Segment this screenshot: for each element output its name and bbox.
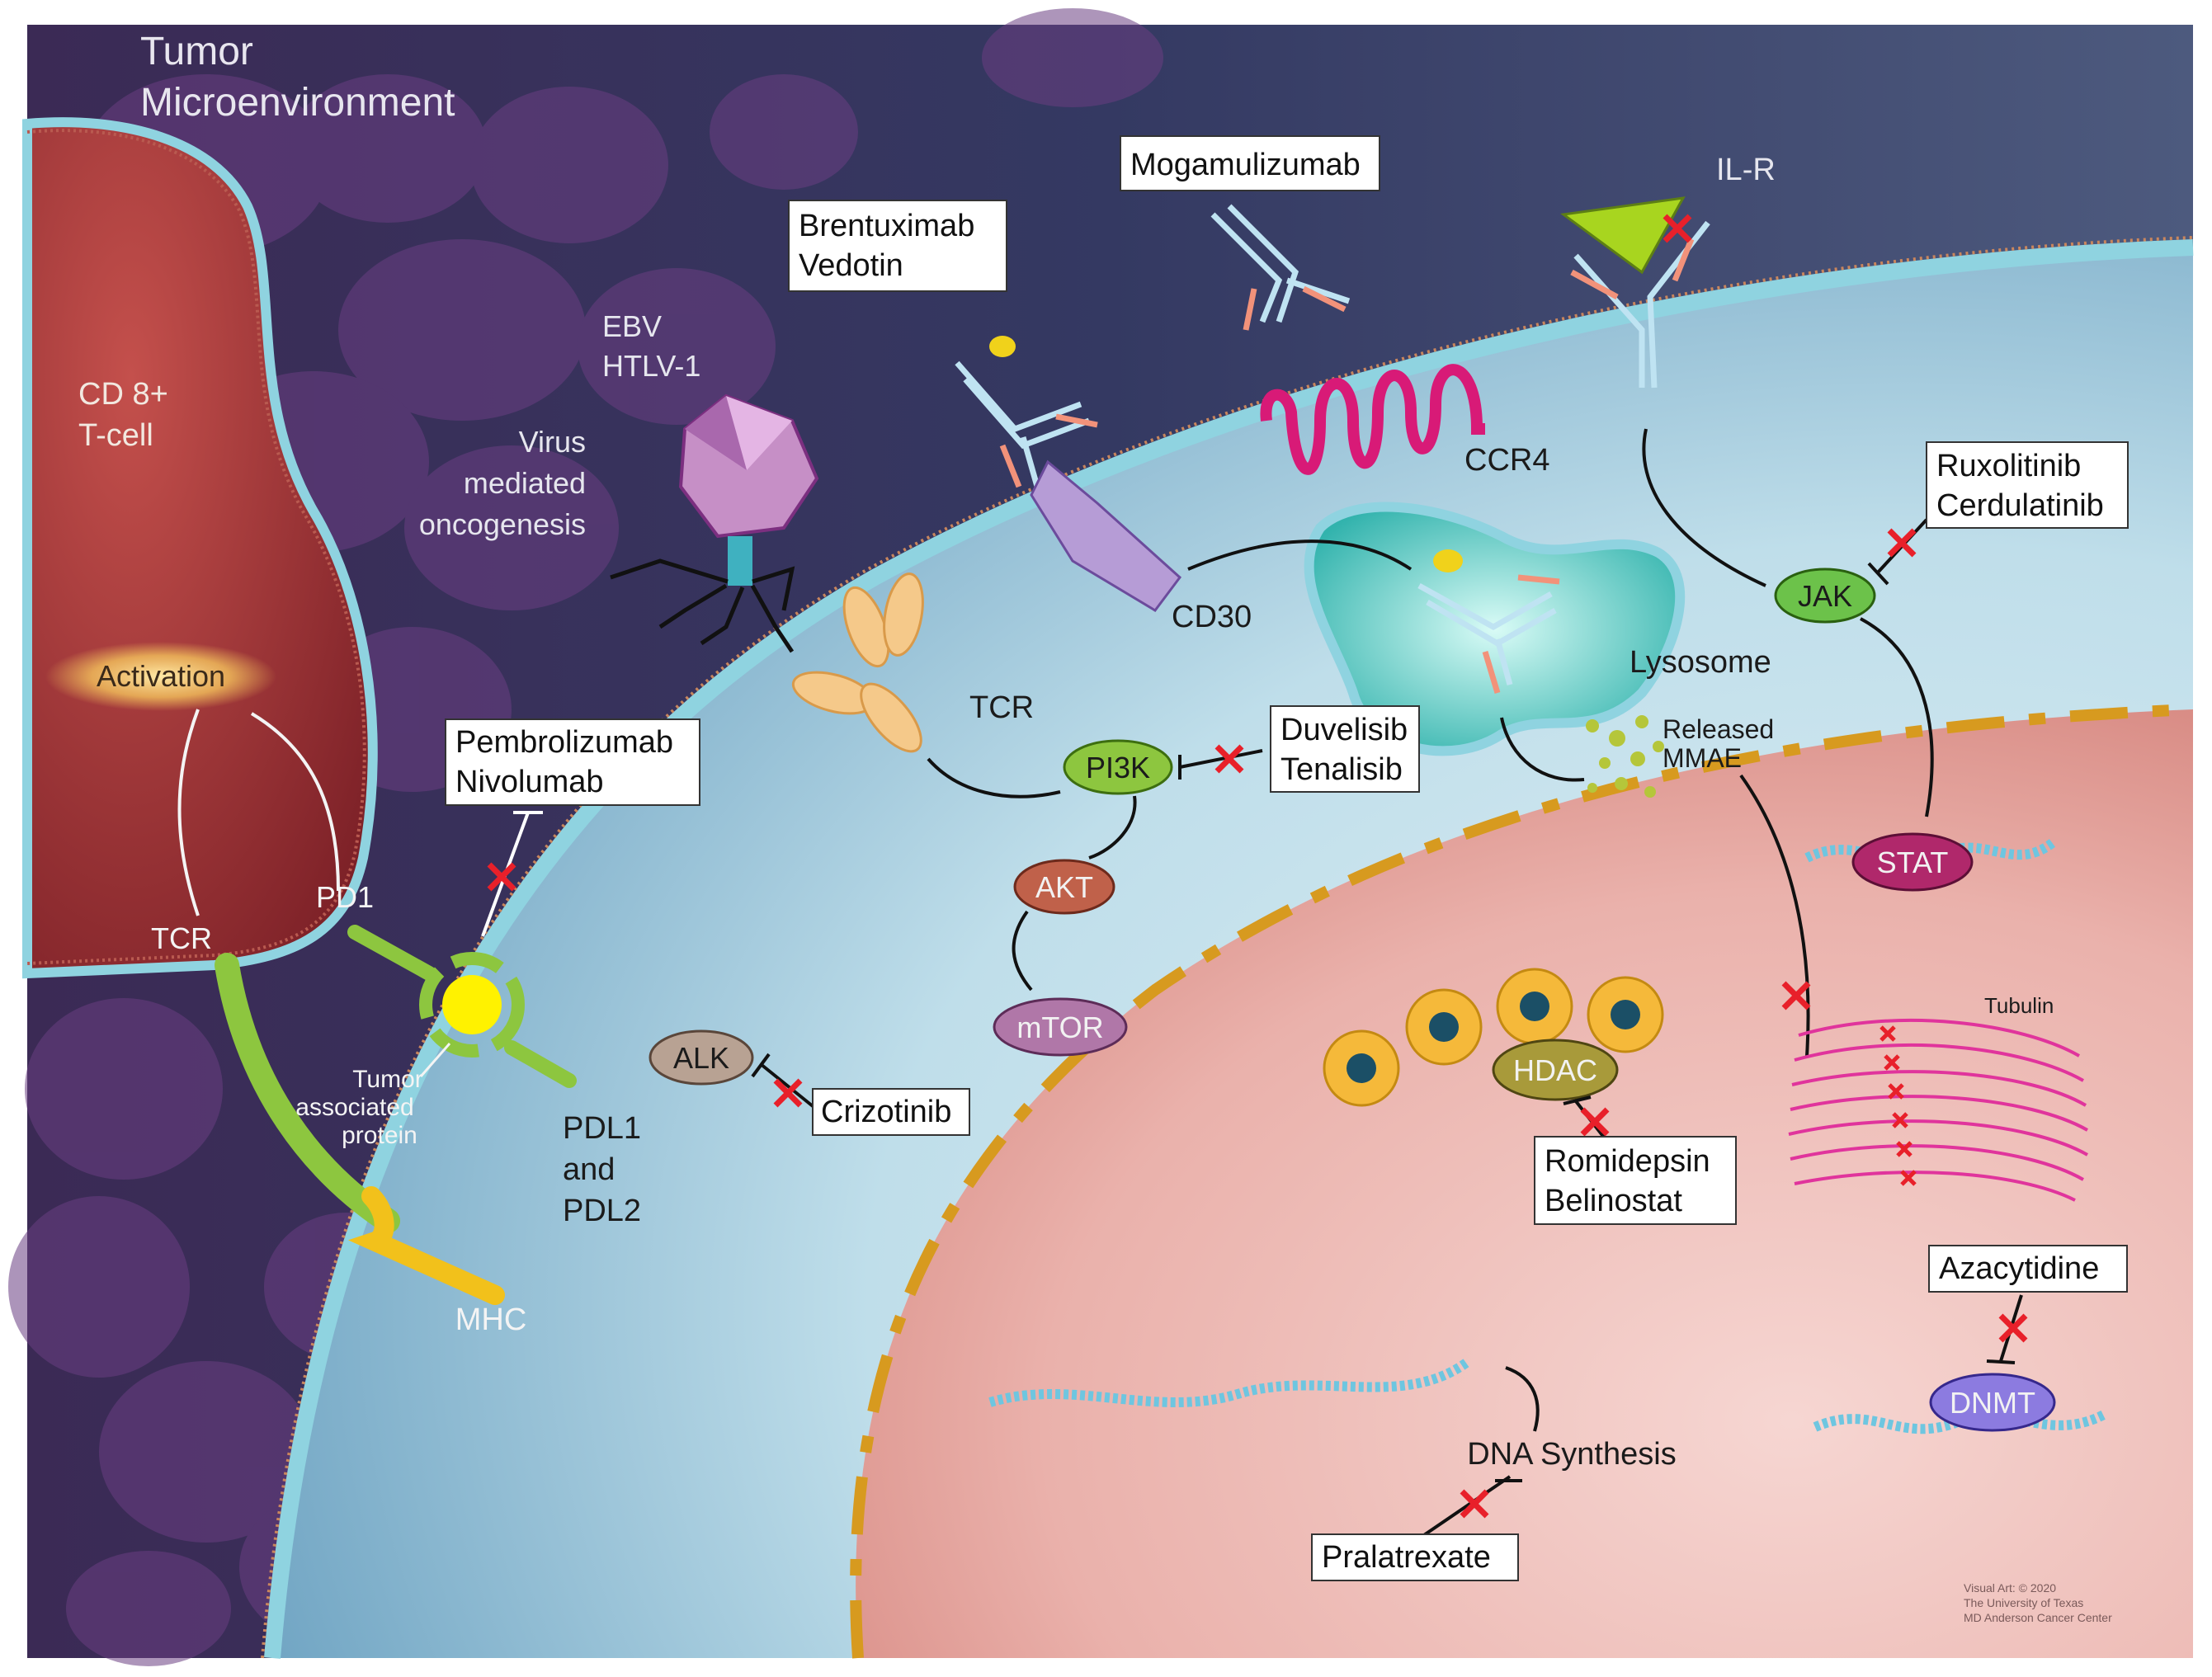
mogamulizumab-box — [1120, 135, 1380, 191]
released-label-line1: Released — [1663, 714, 1774, 744]
brentuximab-label-line2: Vedotin — [799, 248, 903, 283]
activation-label: Activation — [97, 659, 225, 693]
ruxolitinib-box — [1926, 441, 2129, 529]
il-receptor — [1560, 196, 1710, 389]
tcr-tumor-label: TCR — [969, 690, 1034, 725]
lysosome-label: Lysosome — [1630, 645, 1771, 680]
credit-line1: Visual Art: © 2020 — [1964, 1581, 2056, 1595]
mhc-molecule — [348, 1186, 505, 1305]
nuclear-envelope — [850, 704, 2194, 1659]
t-cell-label-line2: T-cell — [78, 418, 153, 453]
stat-node — [1851, 832, 1974, 892]
tcr-tcell-label: TCR — [151, 921, 212, 955]
pembrolizumab-box — [445, 718, 700, 806]
credit-line3: MD Anderson Cancer Center — [1964, 1611, 2112, 1624]
mhc-label: MHC — [455, 1303, 527, 1337]
mmae-inhibition-x — [1781, 981, 1811, 1010]
tcr-tumor-receptor — [791, 572, 924, 753]
virus-label-line2: HTLV-1 — [602, 349, 700, 383]
credit-line2: The University of Texas — [1964, 1596, 2083, 1609]
internalized-adc — [1417, 549, 1560, 695]
tumor-protein-label-line1: Tumor — [352, 1066, 423, 1093]
duvelisib-box — [1270, 705, 1420, 793]
romidepsin-box — [1534, 1136, 1737, 1225]
cd30-receptor — [1030, 459, 1182, 612]
activation-glow — [45, 642, 276, 711]
dna-synthesis-label: DNA Synthesis — [1467, 1437, 1676, 1472]
dnmt-inhibition-x — [1998, 1313, 2028, 1343]
region-title-line2: Microenvironment — [140, 81, 455, 125]
mtor-node — [993, 997, 1128, 1057]
pdl-label-line2: and — [563, 1152, 615, 1187]
ilr-label: IL-R — [1716, 153, 1776, 187]
ruxolitinib-label: Ruxolitinib — [1936, 449, 2081, 483]
jak-node — [1774, 568, 1876, 624]
hdac-label: HDAC — [1513, 1053, 1597, 1087]
tumor-protein-label-line2: associated — [295, 1094, 413, 1121]
alk-inhibition-x — [773, 1078, 803, 1108]
virus-desc-line3: oncogenesis — [419, 507, 586, 541]
mogamulizumab-label: Mogamulizumab — [1130, 148, 1361, 182]
tumor-associated-protein — [442, 975, 502, 1034]
pralatrexate-box — [1311, 1533, 1519, 1581]
t-cell-body — [22, 117, 378, 979]
pi3k-node — [1063, 739, 1173, 795]
mtor-label: mTOR — [1016, 1010, 1103, 1044]
belinostat-label: Belinostat — [1545, 1184, 1682, 1218]
azacytidine-box — [1928, 1245, 2128, 1293]
t-cell-membrane — [26, 129, 366, 965]
akt-node — [1013, 859, 1115, 915]
dnmt-label: DNMT — [1950, 1386, 2035, 1420]
virus-desc-line2: mediated — [464, 466, 586, 500]
ccr4-receptor — [1260, 364, 1485, 475]
t-cell-label-line1: CD 8+ — [78, 377, 168, 412]
crizotinib-label: Crizotinib — [821, 1095, 951, 1129]
virus-icon — [610, 393, 819, 653]
brentuximab-box — [788, 200, 1007, 292]
dna-synthesis-inhibition-x — [1460, 1489, 1489, 1519]
pi3k-label: PI3K — [1086, 751, 1150, 784]
pi3k-inhibition-x — [1214, 744, 1244, 774]
released-mmae-particles — [1586, 715, 1664, 798]
alk-label: ALK — [673, 1041, 729, 1075]
pd1-pdl1-complex — [419, 952, 525, 1058]
tcr-receptor — [215, 953, 400, 1233]
region-title-line1: Tumor — [140, 30, 253, 73]
azacytidine-label: Azacytidine — [1939, 1251, 2099, 1286]
tenalisib-label: Tenalisib — [1281, 752, 1403, 787]
romidepsin-label: Romidepsin — [1545, 1144, 1710, 1179]
hdac-inhibition-x — [1580, 1107, 1610, 1137]
pembrolizumab-label: Pembrolizumab — [455, 725, 673, 760]
pembro-inhibition-x — [487, 862, 516, 892]
dna-strand — [988, 1357, 1472, 1407]
cerdulatinib-label: Cerdulatinib — [1936, 488, 2104, 523]
pdl-label-line3: PDL2 — [563, 1194, 641, 1228]
pdl-label-line1: PDL1 — [563, 1111, 641, 1146]
tumor-protein-label-line3: protein — [342, 1122, 417, 1149]
hdac-node — [1492, 1039, 1619, 1101]
mogamulizumab-antibody — [1210, 204, 1351, 331]
virus-desc-line1: Virus — [519, 425, 586, 459]
alk-node — [649, 1029, 754, 1086]
pralatrexate-label: Pralatrexate — [1322, 1540, 1491, 1575]
virus-label-line1: EBV — [602, 309, 662, 343]
crizotinib-box — [812, 1088, 970, 1136]
dnmt-node — [1929, 1373, 2056, 1432]
jak-inhibition-x — [1887, 528, 1917, 558]
nivolumab-label: Nivolumab — [455, 765, 604, 799]
tubulin-label: Tubulin — [1984, 993, 2054, 1018]
brentuximab-label-line1: Brentuximab — [799, 209, 974, 243]
tubulin — [1788, 1018, 2088, 1202]
released-label-line2: MMAE — [1663, 743, 1742, 773]
stat-label: STAT — [1877, 846, 1949, 879]
cd30-label: CD30 — [1172, 600, 1252, 634]
jak-label: JAK — [1798, 579, 1852, 613]
pd1-label: PD1 — [316, 880, 374, 914]
background-cells — [8, 8, 1163, 1666]
duvelisib-label: Duvelisib — [1281, 713, 1408, 747]
ccr4-label: CCR4 — [1464, 443, 1549, 478]
akt-label: AKT — [1035, 870, 1093, 904]
